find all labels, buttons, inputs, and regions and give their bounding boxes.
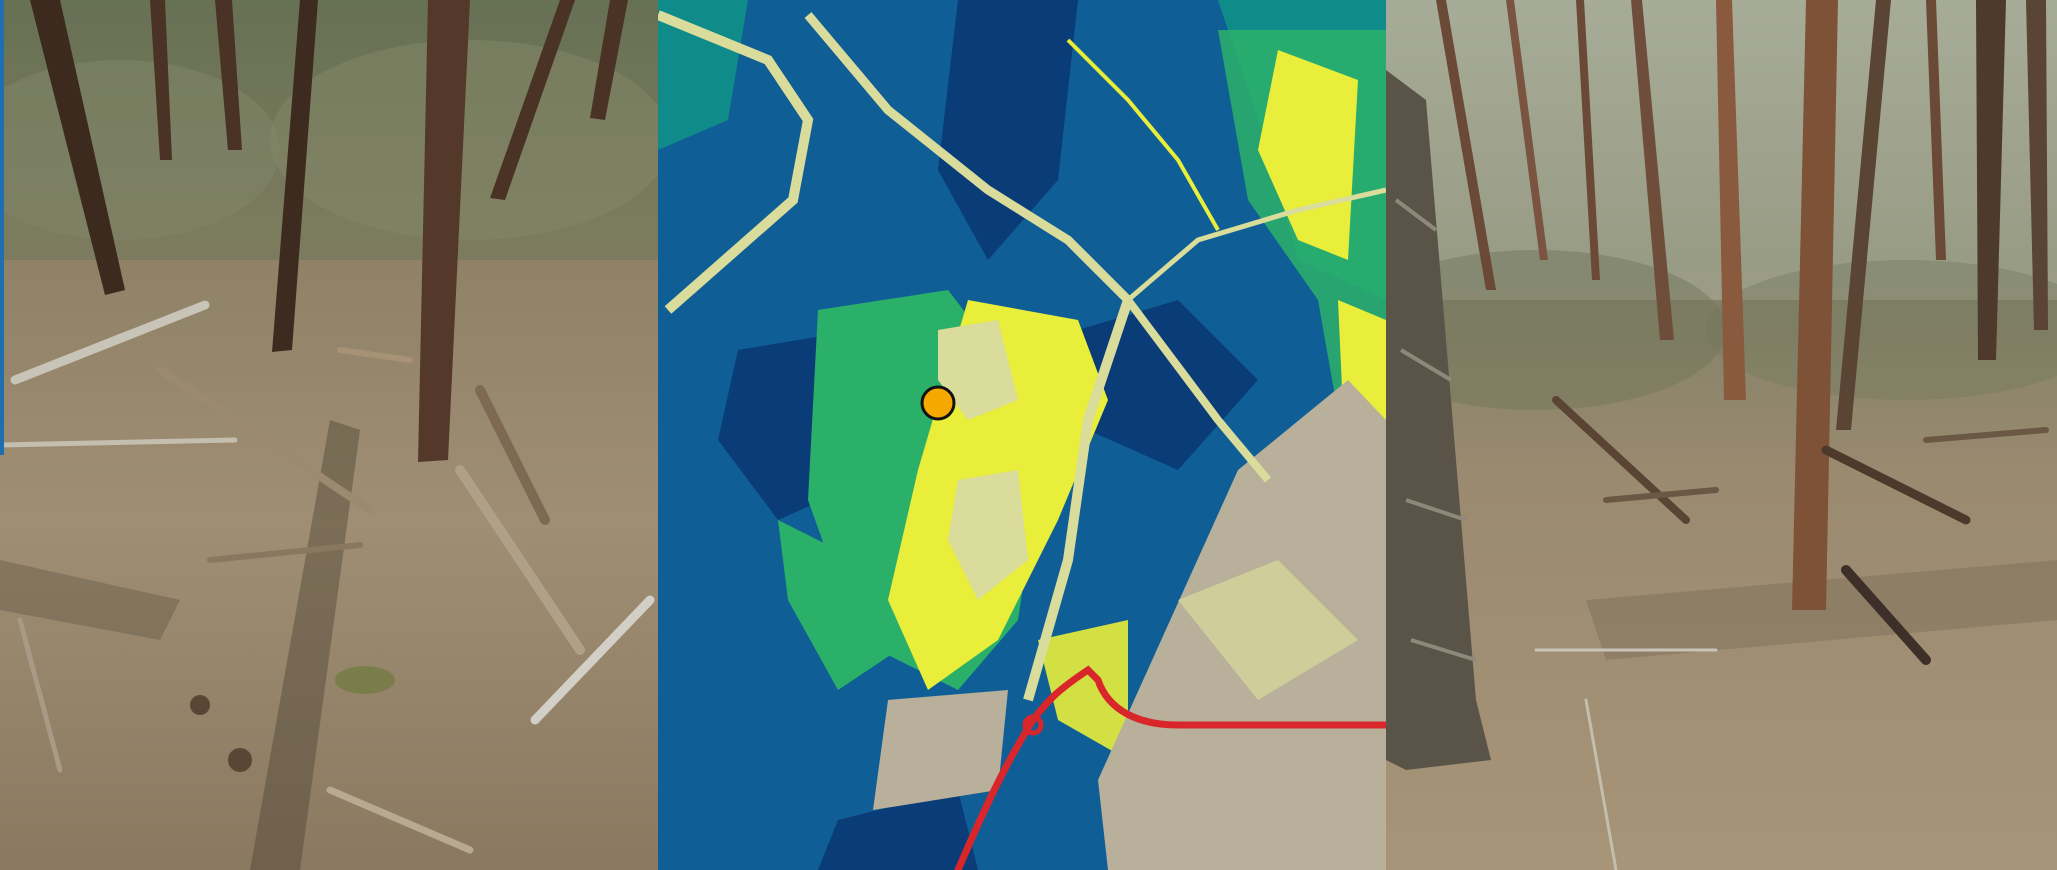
right-forest-photo	[1386, 0, 2057, 870]
left-edge-accent	[0, 0, 4, 455]
map-drawing	[658, 0, 1386, 870]
left-forest-photo	[0, 0, 658, 870]
right-photo-drawing	[1386, 0, 2057, 870]
vegetation-index-map	[658, 0, 1386, 870]
left-photo-drawing	[0, 0, 658, 870]
location-dot-icon	[920, 385, 956, 421]
trail-line	[954, 665, 1386, 870]
